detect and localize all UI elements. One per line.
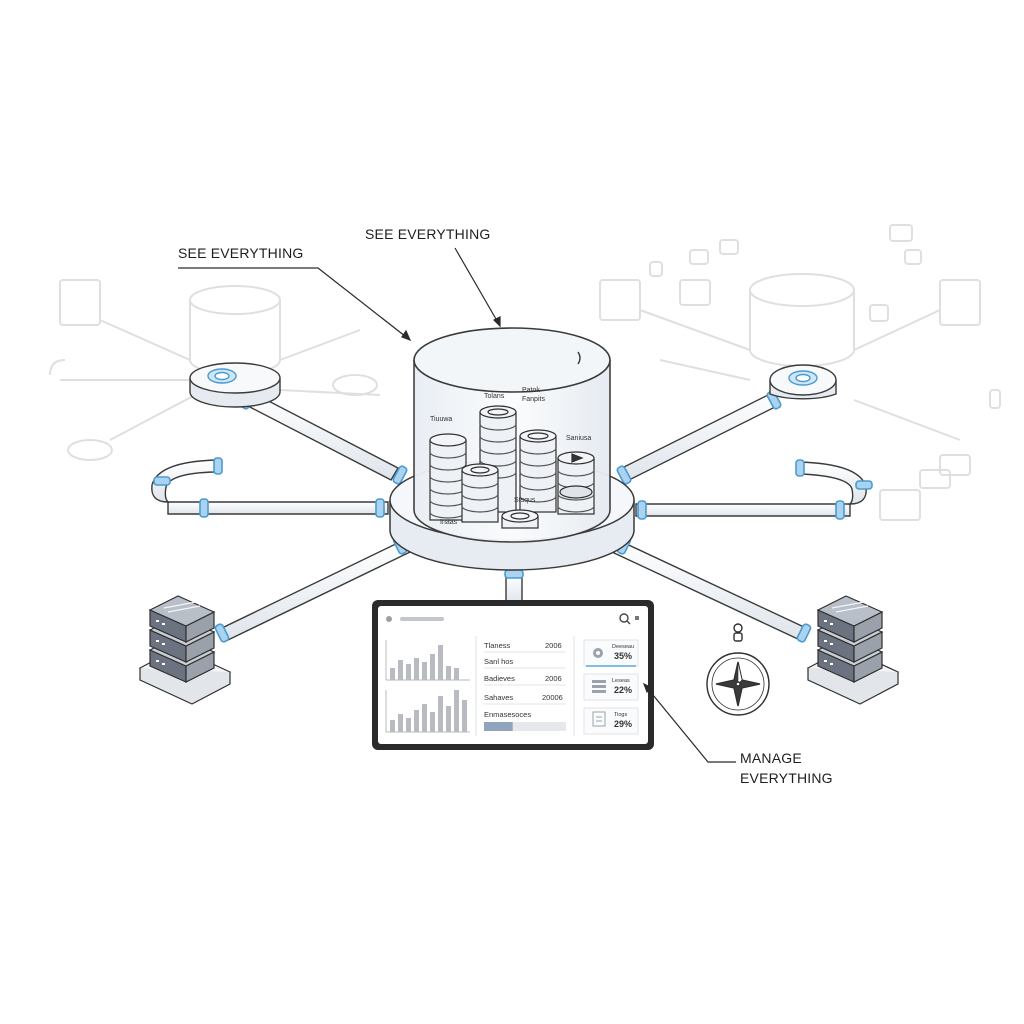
server-left (140, 596, 230, 704)
callout-manage-everything: MANAGE EVERYTHING (740, 748, 860, 788)
coin-stack-4 (462, 464, 498, 522)
row-value-3: 2006 (545, 674, 562, 683)
stat-label-3: Tiogs (614, 712, 627, 718)
stat-value-3: 29% (614, 719, 632, 729)
row-label-5: Enmasesoces (484, 710, 531, 719)
stat-card-2: Leseas 22% (584, 674, 638, 700)
central-hub: Tolans Patok Fanpits Tiuuwa Saniusa Stsq… (390, 328, 634, 570)
callout-see-everything-top: SEE EVERYTHING (365, 226, 490, 242)
coin-stack-1 (430, 434, 466, 520)
compass-icon (707, 624, 769, 715)
row-label-4: Sahaves (484, 693, 513, 702)
pipe-upper-right (622, 393, 779, 480)
row-label-3: Badieves (484, 674, 515, 683)
stat-card-3: Tiogs 29% (584, 708, 638, 734)
row-value-4: 20006 (542, 693, 563, 702)
stat-card-1: Deeseau 35% (584, 640, 638, 666)
stat-label-1: Deeseau (612, 644, 634, 650)
pipe-upper-left (246, 393, 398, 480)
hub-label-7: Inaas (440, 519, 458, 526)
pipe-right-horizontal (636, 504, 850, 516)
row-value-1: 2006 (545, 641, 562, 650)
hub-label-2: Patok (522, 387, 540, 394)
window-dot (386, 616, 392, 622)
menu-icon[interactable] (635, 616, 639, 620)
title-placeholder (400, 617, 444, 621)
hub-label-4: Tiuuwa (430, 416, 452, 423)
mini-hub-right (770, 365, 836, 399)
coin-stack-5 (558, 452, 594, 514)
list-icon (592, 680, 606, 693)
row-label-2: Sanl hos (484, 657, 513, 666)
hub-label-1: Tolans (484, 393, 505, 400)
stat-label-2: Leseas (612, 678, 630, 684)
callout-see-everything-left: SEE EVERYTHING (178, 245, 303, 261)
coin-stack-6 (502, 510, 538, 528)
dashboard-tablet: Tlaness 2006 Sanl hos Badieves 2006 Saha… (372, 600, 654, 750)
stat-value-2: 22% (614, 685, 632, 695)
stat-cards: Deeseau 35% Leseas 22% (584, 640, 638, 734)
row-label-1: Tlaness (484, 641, 511, 650)
stat-value-1: 35% (614, 651, 632, 661)
hub-label-3: Fanpits (522, 396, 545, 403)
server-right (808, 596, 898, 704)
pipe-down (506, 575, 522, 603)
progress-fill (484, 722, 513, 731)
hub-label-5: Saniusa (566, 435, 591, 442)
callout-manage-line1: MANAGE (740, 748, 860, 768)
callout-manage-line2: EVERYTHING (740, 768, 860, 788)
mini-hub-left (190, 363, 280, 407)
gear-icon (593, 648, 603, 658)
hub-label-6: Stsqus (514, 497, 536, 504)
